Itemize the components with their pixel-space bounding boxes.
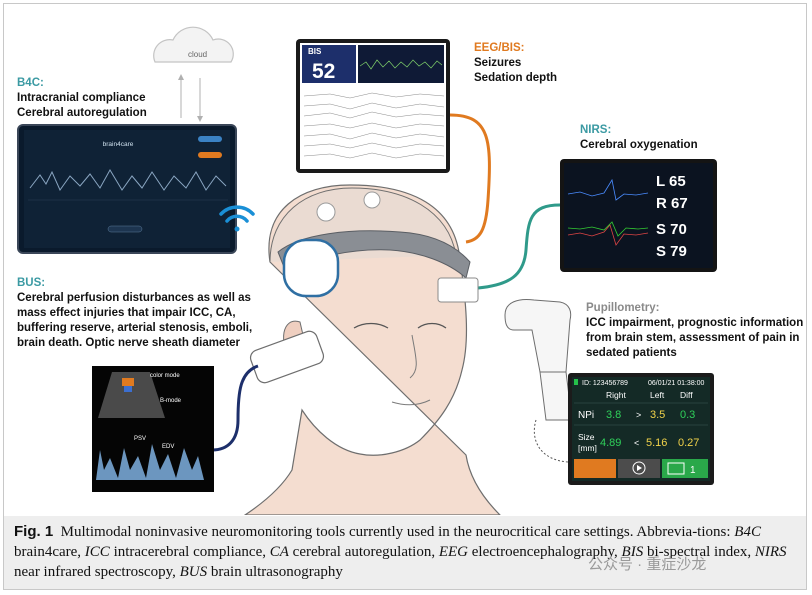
pupil-npi-diff: 0.3 <box>680 409 695 421</box>
caption-abbr: EEG <box>438 544 469 560</box>
us-b-mode: B-mode <box>160 398 182 404</box>
pupil-col-right: Right <box>606 390 626 400</box>
pupil-size-right: 4.89 <box>600 437 621 449</box>
caption-def: bi-spectral index, <box>646 544 752 560</box>
bis-value: 52 <box>312 60 335 83</box>
nirs-l: L 65 <box>656 173 686 190</box>
nirs-heading: NIRS: <box>580 124 612 136</box>
b4c-line-1: Intracranial compliance <box>17 92 146 104</box>
pupil-delete-button[interactable] <box>574 459 616 478</box>
eeg-line-2: Sedation depth <box>474 72 558 84</box>
bus-line-4: brain death. Optic nerve sheath diameter <box>17 337 241 349</box>
pupil-npi-label: NPi <box>578 410 594 421</box>
pupil-npi-right: 3.8 <box>606 409 621 421</box>
caption-abbr: BIS <box>621 544 644 560</box>
pupil-date: 06/01/21 01:38:00 <box>648 380 705 387</box>
eeg-traces <box>303 92 445 159</box>
watermark: 公众号 · 重症沙龙 <box>588 556 707 573</box>
caption-abbr: ICC <box>84 544 110 560</box>
pupil-col-diff: Diff <box>680 390 693 400</box>
pupil-size-cmp: < <box>634 438 639 448</box>
caption-fig-number: Fig. 1 <box>14 523 54 540</box>
us-edv: EDV <box>162 444 174 450</box>
nirs-s1: S 70 <box>656 221 687 238</box>
pupil-size-diff: 0.27 <box>678 437 699 449</box>
cloud-label: cloud <box>188 50 207 59</box>
wifi-icon <box>219 205 255 232</box>
pupil-npi-cmp: > <box>636 410 641 420</box>
caption-abbr: CA <box>269 544 289 560</box>
caption-background <box>4 516 806 589</box>
eeg-heading: EEG/BIS: <box>474 42 525 54</box>
pupil-size-left: 5.16 <box>646 437 667 449</box>
pupil-page-count: 1 <box>690 465 696 476</box>
pupil-size-label-2: [mm] <box>578 443 597 453</box>
eeg-label: EEG/BIS: Seizures Sedation depth <box>474 41 594 86</box>
eeg-cable <box>449 113 491 244</box>
pupil-line-1: ICC impairment, prognostic information <box>586 317 804 329</box>
ultrasound-screen: color mode B-mode PSV EDV <box>92 366 214 492</box>
pupil-size-label-1: Size <box>578 432 595 442</box>
nirs-label: NIRS: Cerebral oxygenation <box>580 123 730 153</box>
pupil-col-left: Left <box>650 390 665 400</box>
pupil-line-2: from brain stem, assessment of pain in <box>586 332 800 344</box>
pupil-records-button[interactable] <box>662 459 708 478</box>
bus-heading: BUS: <box>17 277 46 289</box>
pupil-id: ID: 123456789 <box>582 380 628 387</box>
pupillometer-device <box>504 299 573 421</box>
bus-label: BUS: Cerebral perfusion disturbances as … <box>17 276 267 351</box>
caption-text: Multimodal noninvasive neuromonitoring t… <box>60 524 731 540</box>
nirs-line-1: Cerebral oxygenation <box>580 139 698 151</box>
us-color-mode: color mode <box>150 373 180 379</box>
b4c-heading: B4C: <box>17 77 44 89</box>
bus-line-2: mass effect injuries that impair ICC, CA… <box>17 307 236 319</box>
nirs-r: R 67 <box>656 195 688 212</box>
tablet-brand: brain4care <box>103 141 134 148</box>
figure-caption: Fig. 1 Multimodal noninvasive neuromonit… <box>14 522 799 582</box>
caption-abbr: B4C <box>734 524 761 540</box>
b4c-sensor <box>282 238 340 298</box>
caption-def: cerebral autoregulation, <box>292 544 436 560</box>
b4c-tablet: brain4care <box>17 124 237 254</box>
pupil-npi-left: 3.5 <box>650 409 665 421</box>
nirs-s2: S 79 <box>656 243 687 260</box>
caption-abbr: BUS <box>179 564 208 580</box>
pupil-label: Pupillometry: ICC impairment, prognostic… <box>586 301 806 361</box>
bis-label: BIS <box>308 47 322 56</box>
illustration: cloud brain4care BIS 52 <box>17 26 717 515</box>
us-cable <box>211 364 259 452</box>
pupillometer-screen: ID: 123456789 06/01/21 01:38:00 Right Le… <box>568 373 714 485</box>
bus-line-1: Cerebral perfusion disturbances as well … <box>17 292 251 304</box>
b4c-line-2: Cerebral autoregulation <box>17 107 147 119</box>
caption-def: electroencephalography, <box>471 544 618 560</box>
us-psv: PSV <box>134 436 146 442</box>
caption-def: near infrared spectroscopy, <box>14 564 176 580</box>
cloud-icon: cloud <box>153 26 234 63</box>
bis-monitor: BIS 52 <box>296 39 450 173</box>
eeg-line-1: Seizures <box>474 57 522 69</box>
bus-line-3: buffering reserve, arterial stenosis, em… <box>17 322 253 334</box>
b4c-label: B4C: Intracranial compliance Cerebral au… <box>17 76 187 121</box>
caption-abbr: NIRS <box>754 544 787 560</box>
pupil-heading: Pupillometry: <box>586 302 660 314</box>
caption-def: intracerebral compliance, <box>113 544 266 560</box>
pupil-line-3: sedated patients <box>586 347 677 359</box>
b4c-waveform <box>29 169 227 192</box>
nirs-monitor: L 65 R 67 S 70 S 79 <box>560 159 717 272</box>
nirs-sensor <box>437 277 479 303</box>
nirs-cable <box>477 203 561 290</box>
caption-def: brain ultrasonography <box>210 564 343 580</box>
pupil-dotted-line <box>533 419 569 463</box>
caption-def: brain4care, <box>14 544 82 560</box>
